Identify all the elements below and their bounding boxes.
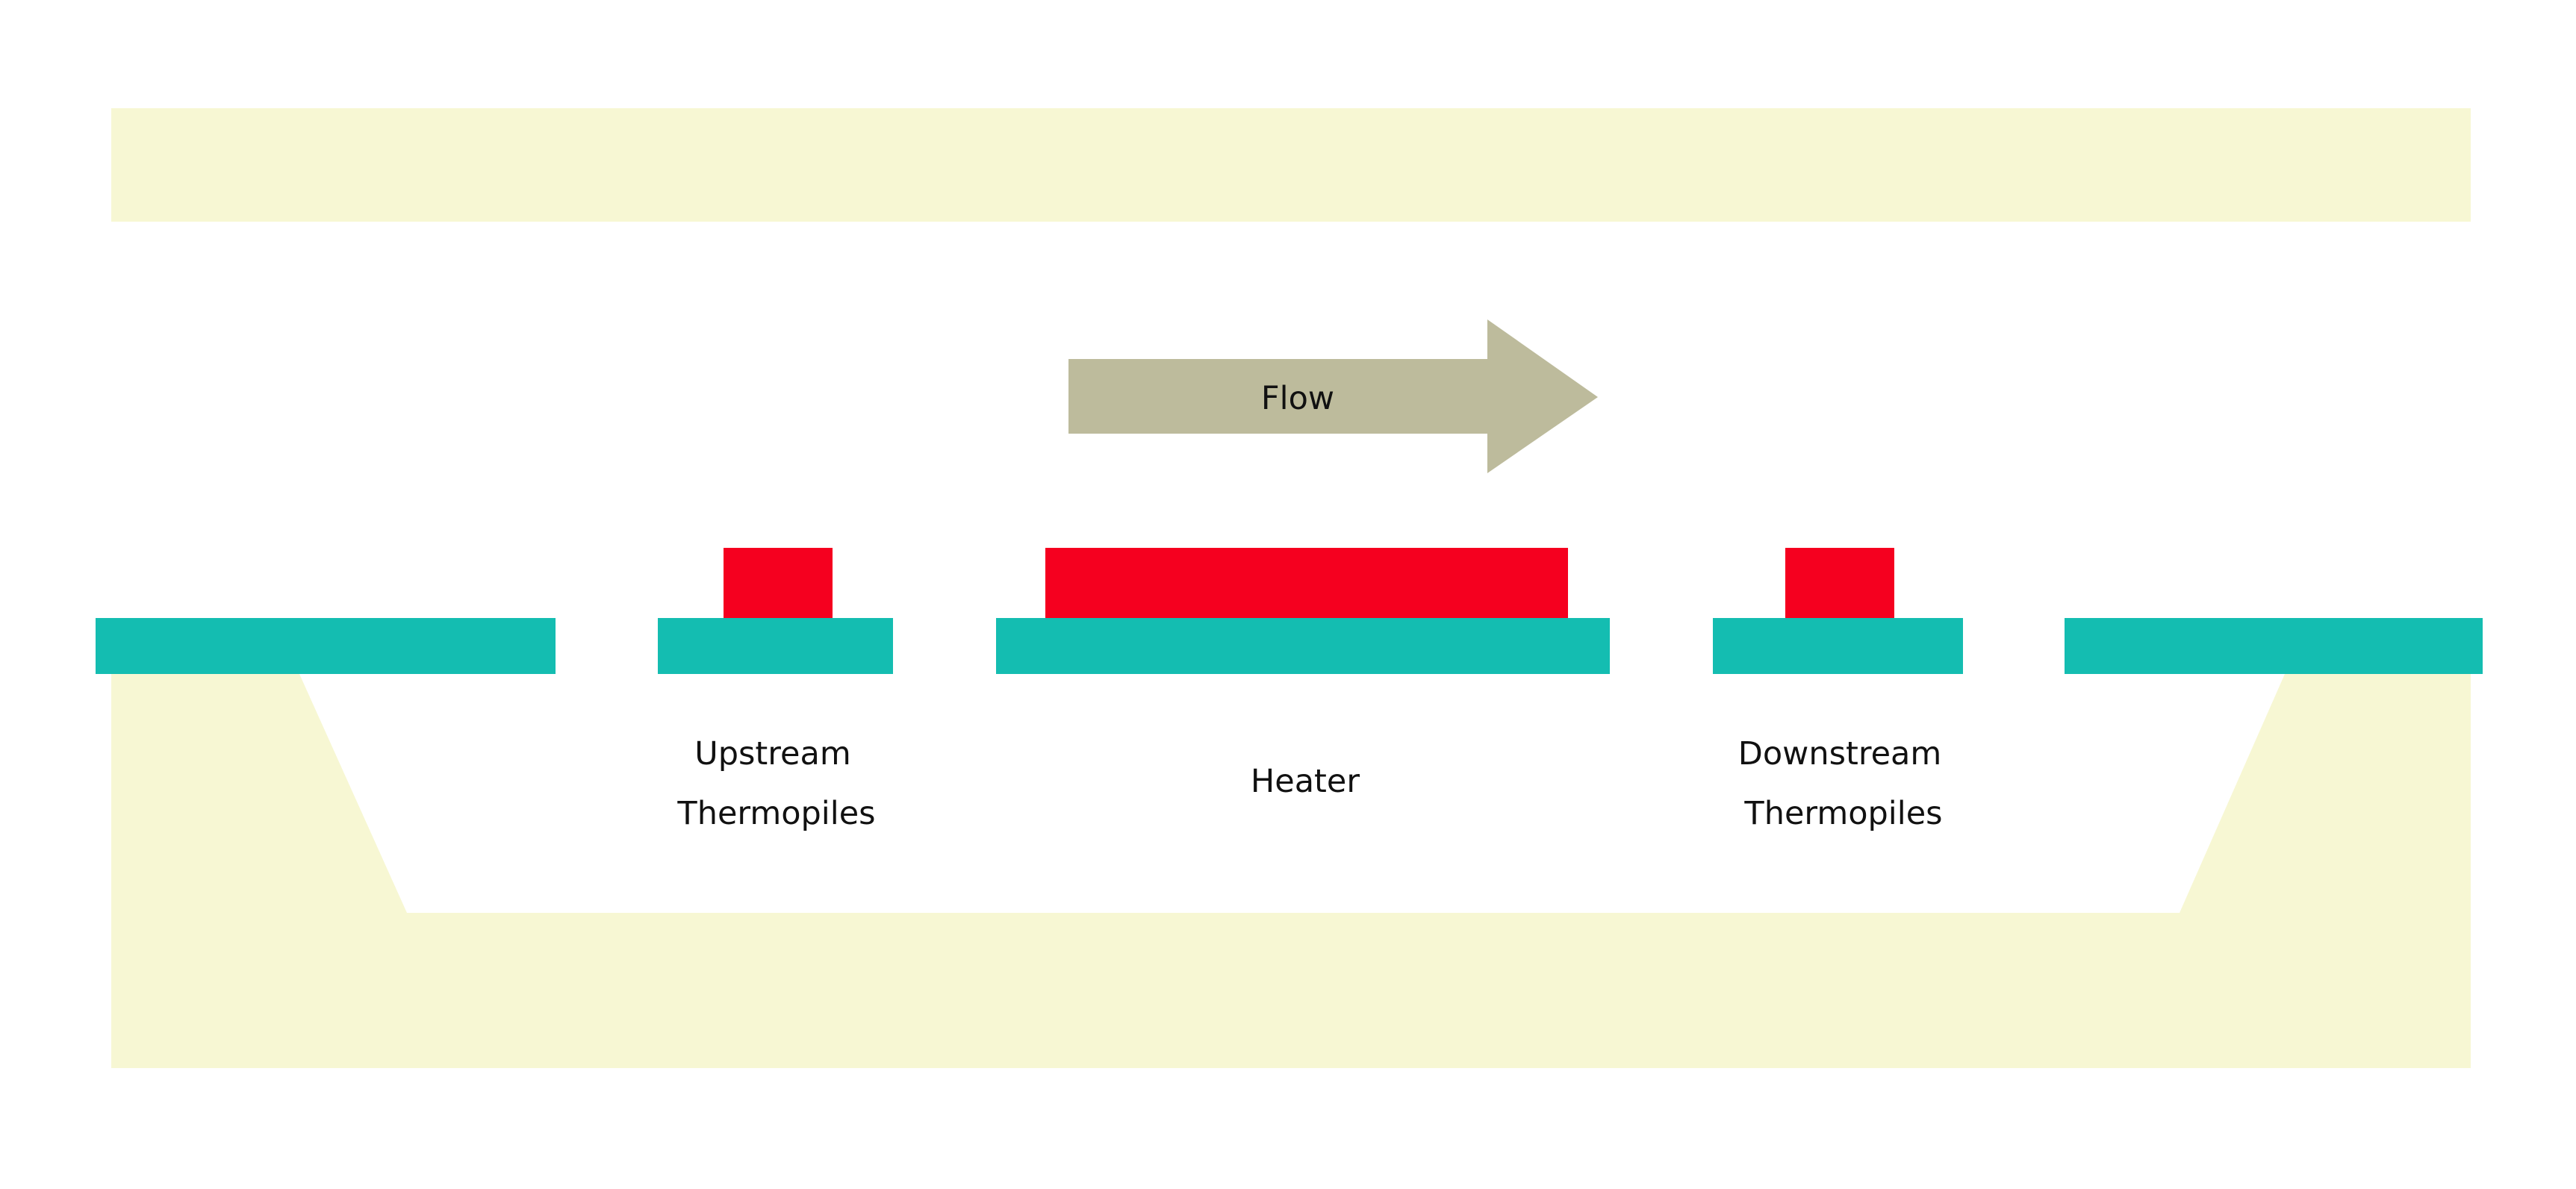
downstream-label-line2: Thermopiles [1743,795,1942,832]
membrane-left [96,618,556,674]
top-cover-plate [111,108,2471,222]
bottom-substrate [111,674,2471,1068]
membrane-downstream [1713,618,1963,674]
membrane-right [2065,618,2483,674]
heater-element [1045,548,1568,618]
membrane-heater [996,618,1610,674]
downstream-label-line1: Downstream [1738,735,1942,773]
heater-label: Heater [1251,763,1360,800]
upstream-label-line1: Upstream [694,735,850,773]
membrane-upstream [658,618,893,674]
flow-label: Flow [1261,380,1334,417]
upstream-label-line2: Thermopiles [676,795,875,832]
flow-arrow [1068,319,1598,473]
upstream-thermopile [724,548,833,618]
downstream-thermopile [1785,548,1894,618]
